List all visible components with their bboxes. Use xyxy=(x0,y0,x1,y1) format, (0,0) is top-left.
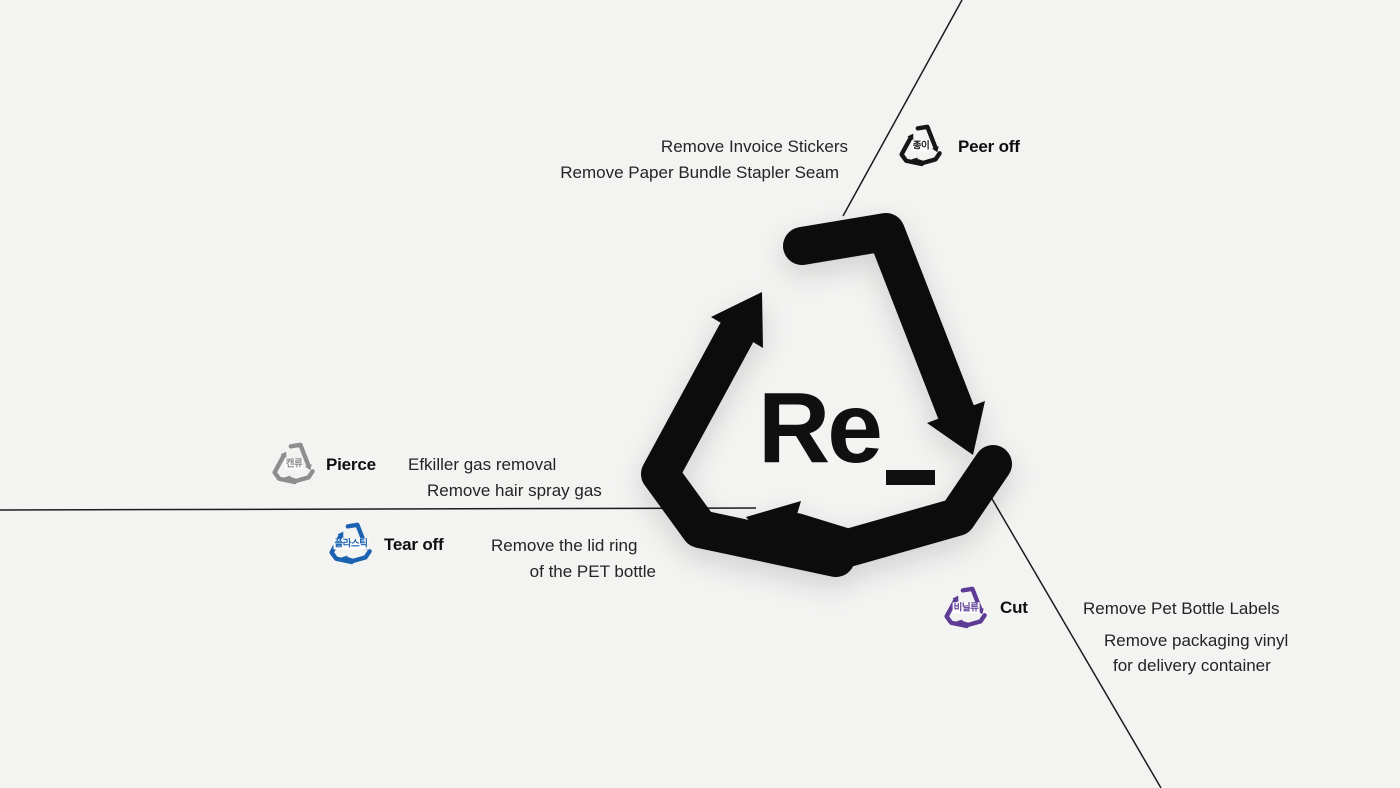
paper-action-label: Peer off xyxy=(958,137,1020,156)
diagonal-line-bottom-right xyxy=(987,491,1162,788)
plastic-recycle-icon: 플라스틱 xyxy=(327,520,375,568)
logo-underscore-bar xyxy=(886,470,935,485)
vinyl-instruction-line-1: Remove Pet Bottle Labels xyxy=(1083,599,1280,618)
vinyl-material-label: 비닐류 xyxy=(952,602,980,614)
can-action-label: Pierce xyxy=(326,455,376,474)
can-instruction-line-1: Efkiller gas removal xyxy=(408,455,557,474)
plastic-action-label: Tear off xyxy=(384,535,444,554)
plastic-instruction-line-1: Remove the lid ring xyxy=(491,536,638,555)
diagonal-line-top xyxy=(842,0,963,217)
vinyl-instruction-line-2: Remove packaging vinyl xyxy=(1104,631,1289,650)
vinyl-instruction-line-3: for delivery container xyxy=(1113,656,1271,675)
paper-recycle-icon: 종이 xyxy=(897,122,945,170)
vinyl-action-label: Cut xyxy=(1000,598,1028,617)
plastic-instruction-line-2: of the PET bottle xyxy=(529,562,656,581)
can-instruction-line-2: Remove hair spray gas xyxy=(427,481,602,500)
paper-material-label: 종이 xyxy=(911,140,931,152)
plastic-material-label: 플라스틱 xyxy=(333,538,369,550)
can-material-label: 캔류 xyxy=(284,458,304,470)
can-recycle-icon: 캔류 xyxy=(270,440,318,488)
paper-instruction-line-1: Remove Invoice Stickers xyxy=(660,137,848,156)
horizontal-line-left xyxy=(0,507,757,511)
vinyl-recycle-icon: 비닐류 xyxy=(942,584,990,632)
paper-instruction-line-2: Remove Paper Bundle Stapler Seam xyxy=(560,163,839,182)
logo-wordmark: Re xyxy=(758,372,883,484)
